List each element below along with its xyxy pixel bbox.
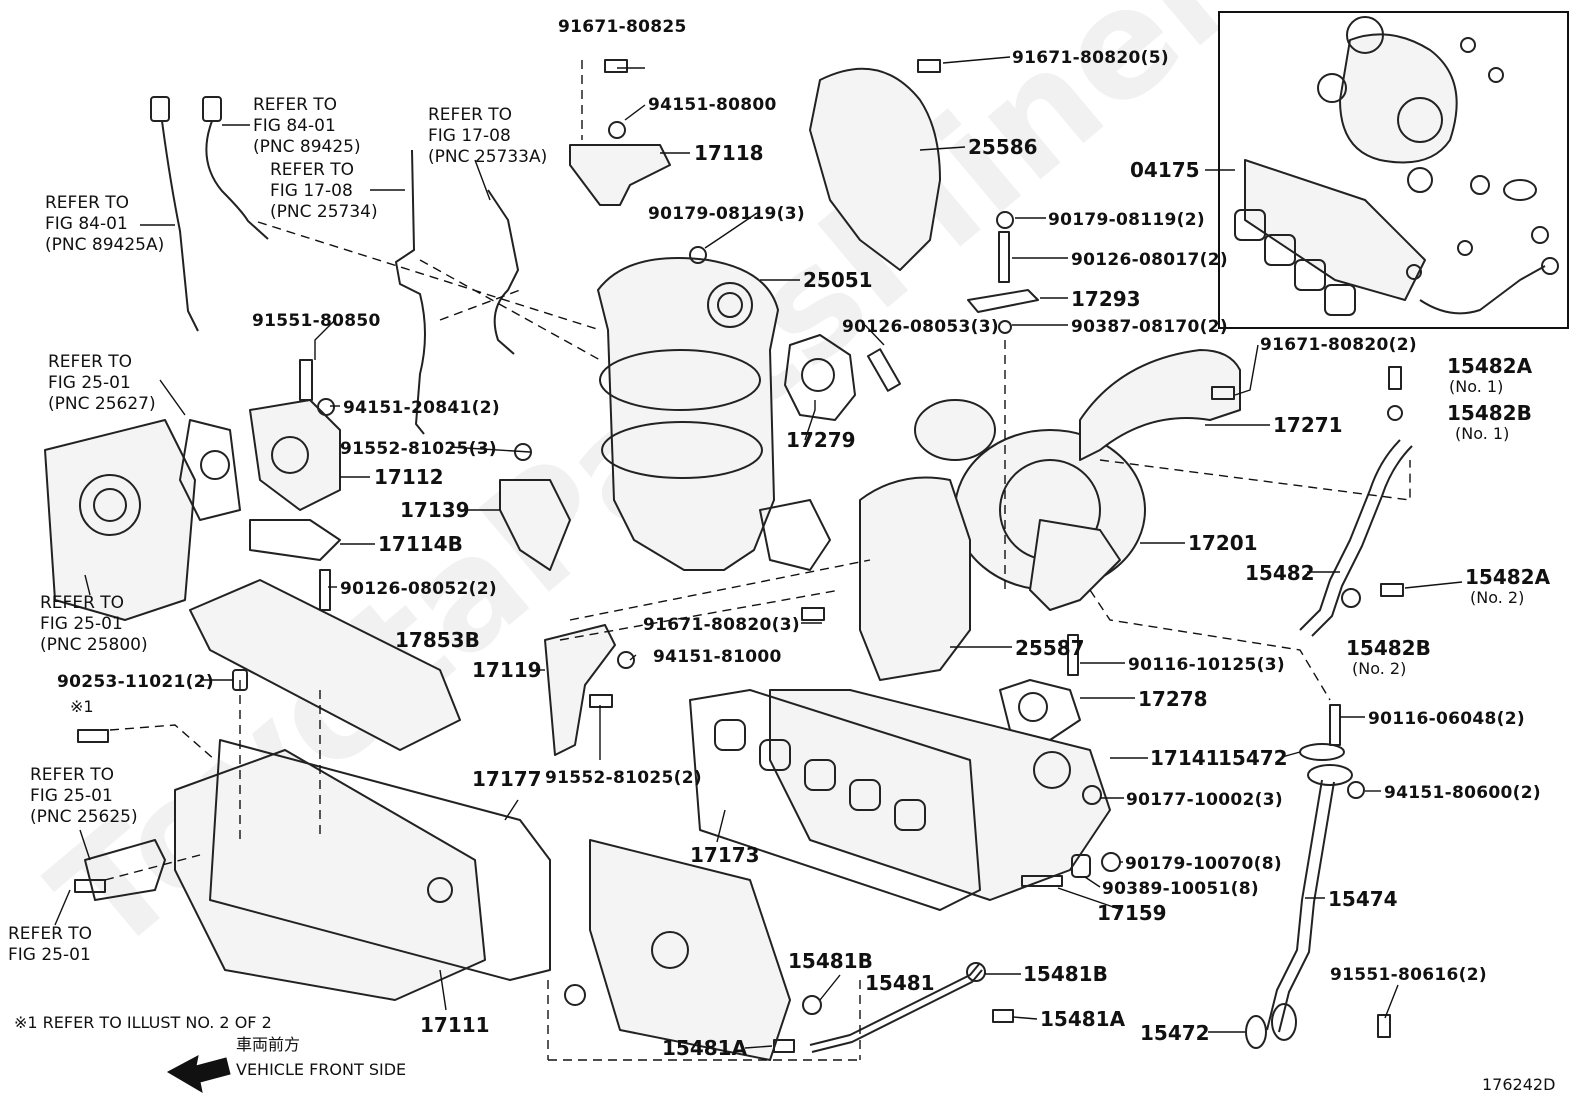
part-label: 90179-08119(2) [1048,210,1205,230]
part-label: 91671-80820(3) [643,615,800,635]
front-label-jp: 車両前方 [236,1035,300,1054]
part-label: 15481A [1040,1007,1126,1031]
ref-fig-84-01-a-line1: REFER TO [45,193,129,213]
ref-fig-17-08-a-line2: FIG 17-08 [270,181,353,201]
front-label-en: VEHICLE FRONT SIDE [236,1060,406,1079]
ref-fig-25-01-d-line1: REFER TO [8,924,92,944]
ref-fig-25-01-b-line1: REFER TO [40,593,124,613]
part-label: 17119 [472,658,542,682]
part-label: 17112 [374,465,444,489]
part-label-note: (No. 2) [1470,588,1524,607]
part-label: 15481B [1023,962,1108,986]
part-label: 91671-80820(5) [1012,48,1169,68]
part-label: 91551-80616(2) [1330,965,1487,985]
ref-fig-25-01-a-line2: FIG 25-01 [48,373,131,393]
leader-lines [54,56,1463,1061]
ref-fig-25-01-c-line1: REFER TO [30,765,114,785]
part-label: 90387-08170(2) [1071,317,1228,337]
mark-note: ※1 [70,697,94,716]
part-label: 94151-20841(2) [343,398,500,418]
front-arrow-icon [166,1055,231,1093]
part-label: 90179-10070(8) [1125,854,1282,874]
reference-notes: REFER TO FIG 84-01 (PNC 89425A) REFER TO… [8,95,547,965]
part-label: 15481A [662,1036,748,1060]
part-label-note: (No. 1) [1449,377,1503,396]
ref-fig-25-01-a-line1: REFER TO [48,352,132,372]
ref-fig-25-01-c-line2: FIG 25-01 [30,786,113,806]
part-label: 17853B [395,628,480,652]
part-label: 15482A [1465,565,1551,589]
part-label: 91551-80850 [252,311,381,331]
part-label: 90126-08017(2) [1071,250,1228,270]
ref-fig-84-01-b-line3: (PNC 89425) [253,137,361,157]
part-label: 91552-81025(3) [340,439,497,459]
part-label: 15482 [1245,561,1315,585]
ref-fig-25-01-b-line3: (PNC 25800) [40,635,148,655]
part-label: 25587 [1015,636,1085,660]
ref-fig-25-01-a-line3: (PNC 25627) [48,394,156,414]
ref-fig-84-01-a-line3: (PNC 89425A) [45,235,164,255]
part-label: 17114B [378,532,463,556]
part-label: 94151-81000 [653,647,782,667]
part-label: 15482B [1447,401,1532,425]
ref-fig-84-01-b-line2: FIG 84-01 [253,116,336,136]
ref-fig-17-08-a-line1: REFER TO [270,160,354,180]
ref-fig-84-01-a-line2: FIG 84-01 [45,214,128,234]
ref-fig-84-01-b-line1: REFER TO [253,95,337,115]
part-label: 17173 [690,843,760,867]
part-label: 91671-80825 [558,17,687,37]
part-label: 90126-08052(2) [340,579,497,599]
ref-fig-17-08-a-line3: (PNC 25734) [270,202,378,222]
footer: ※1 REFER TO ILLUST NO. 2 OF 2 車両前方 VEHIC… [14,1013,1555,1094]
part-label: 90116-06048(2) [1368,709,1525,729]
part-label: 90253-11021(2) [57,672,214,692]
part-label: 17293 [1071,287,1141,311]
part-label: 17201 [1188,531,1258,555]
part-label-note: (No. 1) [1455,424,1509,443]
part-label: 91671-80820(2) [1260,335,1417,355]
part-label-note: (No. 2) [1352,659,1406,678]
part-label: 90177-10002(3) [1126,790,1283,810]
footnote: ※1 REFER TO ILLUST NO. 2 OF 2 [14,1013,272,1032]
ref-fig-17-08-b-line3: (PNC 25733A) [428,147,547,167]
part-label: 15474 [1328,887,1398,911]
parts-artwork [44,59,1413,1061]
part-label: 94151-80800 [648,95,777,115]
part-label: 90116-10125(3) [1128,655,1285,675]
part-label: 15481 [865,971,935,995]
part-label: 15481B [788,949,873,973]
part-label: 15482A [1447,354,1533,378]
part-label: 90389-10051(8) [1102,879,1259,899]
part-label: 25051 [803,268,873,292]
part-label: 90126-08053(3) [842,317,999,337]
part-label: 17159 [1097,901,1167,925]
part-label: 15472 [1218,746,1288,770]
part-labels: 91671-80825 94151-80800 17118 91671-8082… [57,17,1551,1060]
part-label: 15482B [1346,636,1431,660]
part-label: 17111 [420,1013,490,1037]
ref-fig-25-01-d-line2: FIG 25-01 [8,945,91,965]
part-label: 90179-08119(3) [648,204,805,224]
ref-fig-17-08-b-line2: FIG 17-08 [428,126,511,146]
part-label: 04175 [1130,158,1200,182]
inset-box-04175 [1218,11,1569,329]
ref-fig-17-08-b-line1: REFER TO [428,105,512,125]
part-label: 17118 [694,141,764,165]
part-label: 25586 [968,135,1038,159]
part-label: 17278 [1138,687,1208,711]
part-label: 17279 [786,428,856,452]
part-label: 17271 [1273,413,1343,437]
part-label: 15472 [1140,1021,1210,1045]
diagram-id: 176242D [1482,1075,1555,1094]
part-label: 17139 [400,498,470,522]
part-label: 17141 [1150,746,1220,770]
part-label: 94151-80600(2) [1384,783,1541,803]
part-label: 91552-81025(2) [545,768,702,788]
ref-fig-25-01-c-line3: (PNC 25625) [30,807,138,827]
ref-fig-25-01-b-line2: FIG 25-01 [40,614,123,634]
part-label: 17177 [472,767,542,791]
